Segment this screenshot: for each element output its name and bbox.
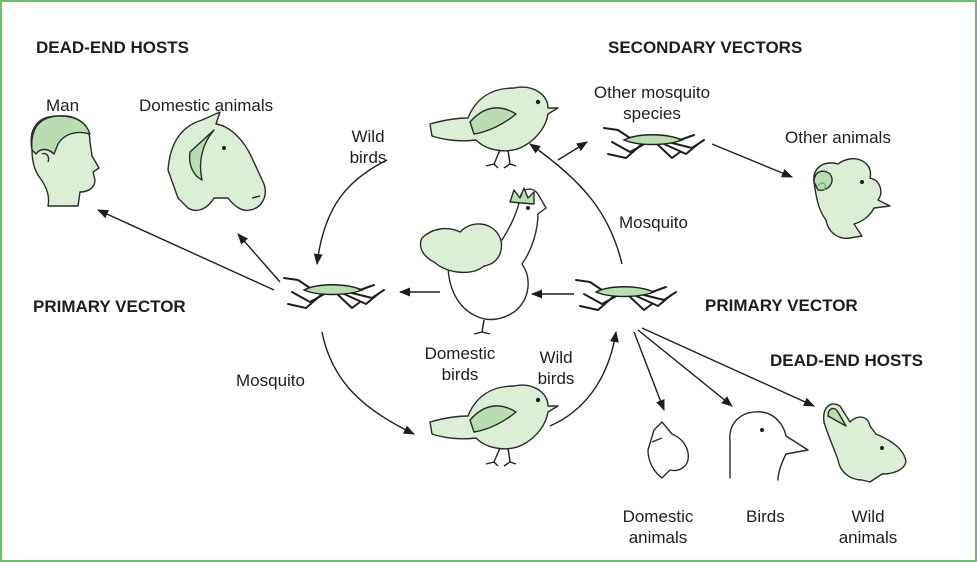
label-wild-birds-bottom: Wild birds xyxy=(526,347,586,389)
squirrel-icon xyxy=(814,159,890,239)
heading-dead-end-hosts-left: DEAD-END HOSTS xyxy=(36,37,189,58)
arrow-wildbird-to-primary-left xyxy=(317,160,387,264)
arrow-to-man xyxy=(98,210,274,290)
label-other-animals: Other animals xyxy=(785,127,891,148)
label-wild-animals: Wild animals xyxy=(828,506,908,548)
duck-head-icon xyxy=(730,412,808,480)
domestic-animal-head-icon xyxy=(648,422,688,478)
label-domestic-birds: Domestic birds xyxy=(420,343,500,385)
label-domestic-animals-bottom: Domestic animals xyxy=(608,506,708,548)
label-mosquito-right: Mosquito xyxy=(619,212,688,233)
heading-secondary-vectors: SECONDARY VECTORS xyxy=(608,37,802,58)
arrow-other-mosquito-to-other-animals xyxy=(712,144,792,177)
mosquito-icon xyxy=(284,278,384,308)
heading-dead-end-hosts-right: DEAD-END HOSTS xyxy=(770,350,923,371)
label-man: Man xyxy=(46,95,79,116)
wild-bird-icon xyxy=(430,385,558,466)
arrow-to-birds xyxy=(638,330,732,406)
arrow-primary-left-to-bottom-bird xyxy=(322,332,414,434)
arrow-to-domestic-animals-bottom xyxy=(634,332,664,410)
wild-bird-icon xyxy=(430,87,558,168)
label-birds: Birds xyxy=(746,506,785,527)
man-head-icon xyxy=(31,116,99,206)
mosquito-icon xyxy=(576,280,676,310)
heading-primary-vector-right: PRIMARY VECTOR xyxy=(705,295,858,316)
label-domestic-animals-top: Domestic animals xyxy=(139,95,273,116)
chicken-icon xyxy=(421,188,547,334)
arrow-to-domestic-animals-top xyxy=(238,234,280,282)
label-wild-birds-top: Wild birds xyxy=(338,126,398,168)
rabbit-head-icon xyxy=(824,404,906,482)
arrow-bird-to-other-mosquito xyxy=(558,142,587,160)
horse-head-icon xyxy=(168,112,265,210)
mosquito-icon xyxy=(604,128,704,158)
label-mosquito-left: Mosquito xyxy=(236,370,305,391)
heading-primary-vector-left: PRIMARY VECTOR xyxy=(33,296,186,317)
label-other-mosquito-species: Other mosquito species xyxy=(584,82,720,124)
